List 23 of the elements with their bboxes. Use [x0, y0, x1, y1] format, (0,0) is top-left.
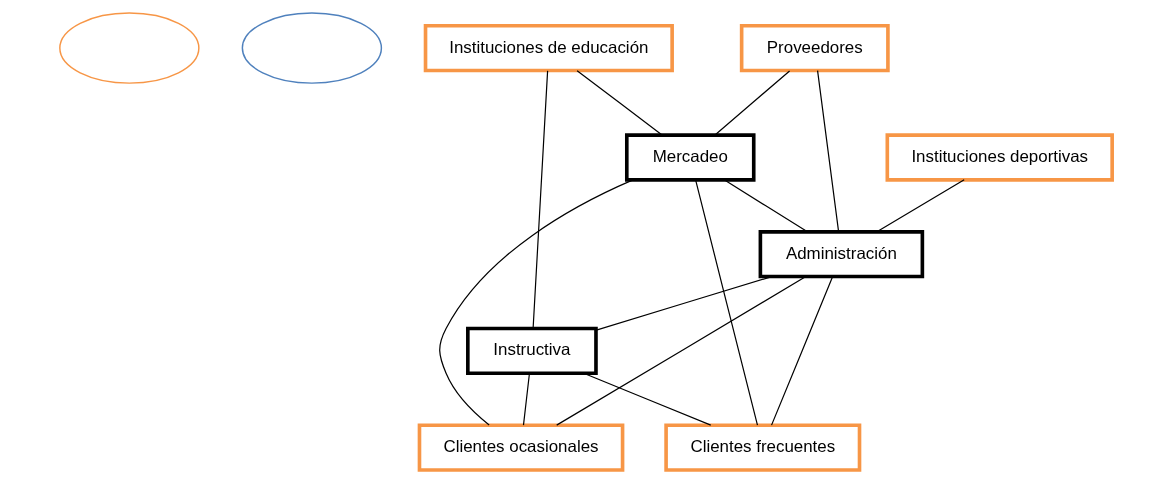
connector [695, 179, 759, 426]
node-ellipse [59, 12, 200, 84]
node-ellipse [241, 12, 383, 84]
connector [556, 275, 807, 426]
connector [714, 70, 791, 136]
node-box: Proveedores [739, 23, 890, 73]
connector [522, 372, 531, 426]
node-box: Instructiva [466, 326, 598, 376]
node-box: Instituciones deportivas [885, 133, 1114, 182]
connector [876, 179, 965, 233]
node-box: Mercadeo [625, 133, 756, 182]
connector [576, 70, 663, 136]
connector [770, 275, 834, 426]
node-box: Administración [758, 230, 925, 279]
connector [439, 179, 634, 426]
connector [723, 179, 808, 233]
node-box: Instituciones de educación [423, 23, 674, 73]
connector [816, 70, 840, 233]
node-box: Clientes frecuentes [664, 423, 862, 472]
connector [532, 70, 549, 329]
connector [583, 372, 712, 426]
connector [595, 275, 773, 331]
node-box: Clientes ocasionales [417, 423, 625, 472]
